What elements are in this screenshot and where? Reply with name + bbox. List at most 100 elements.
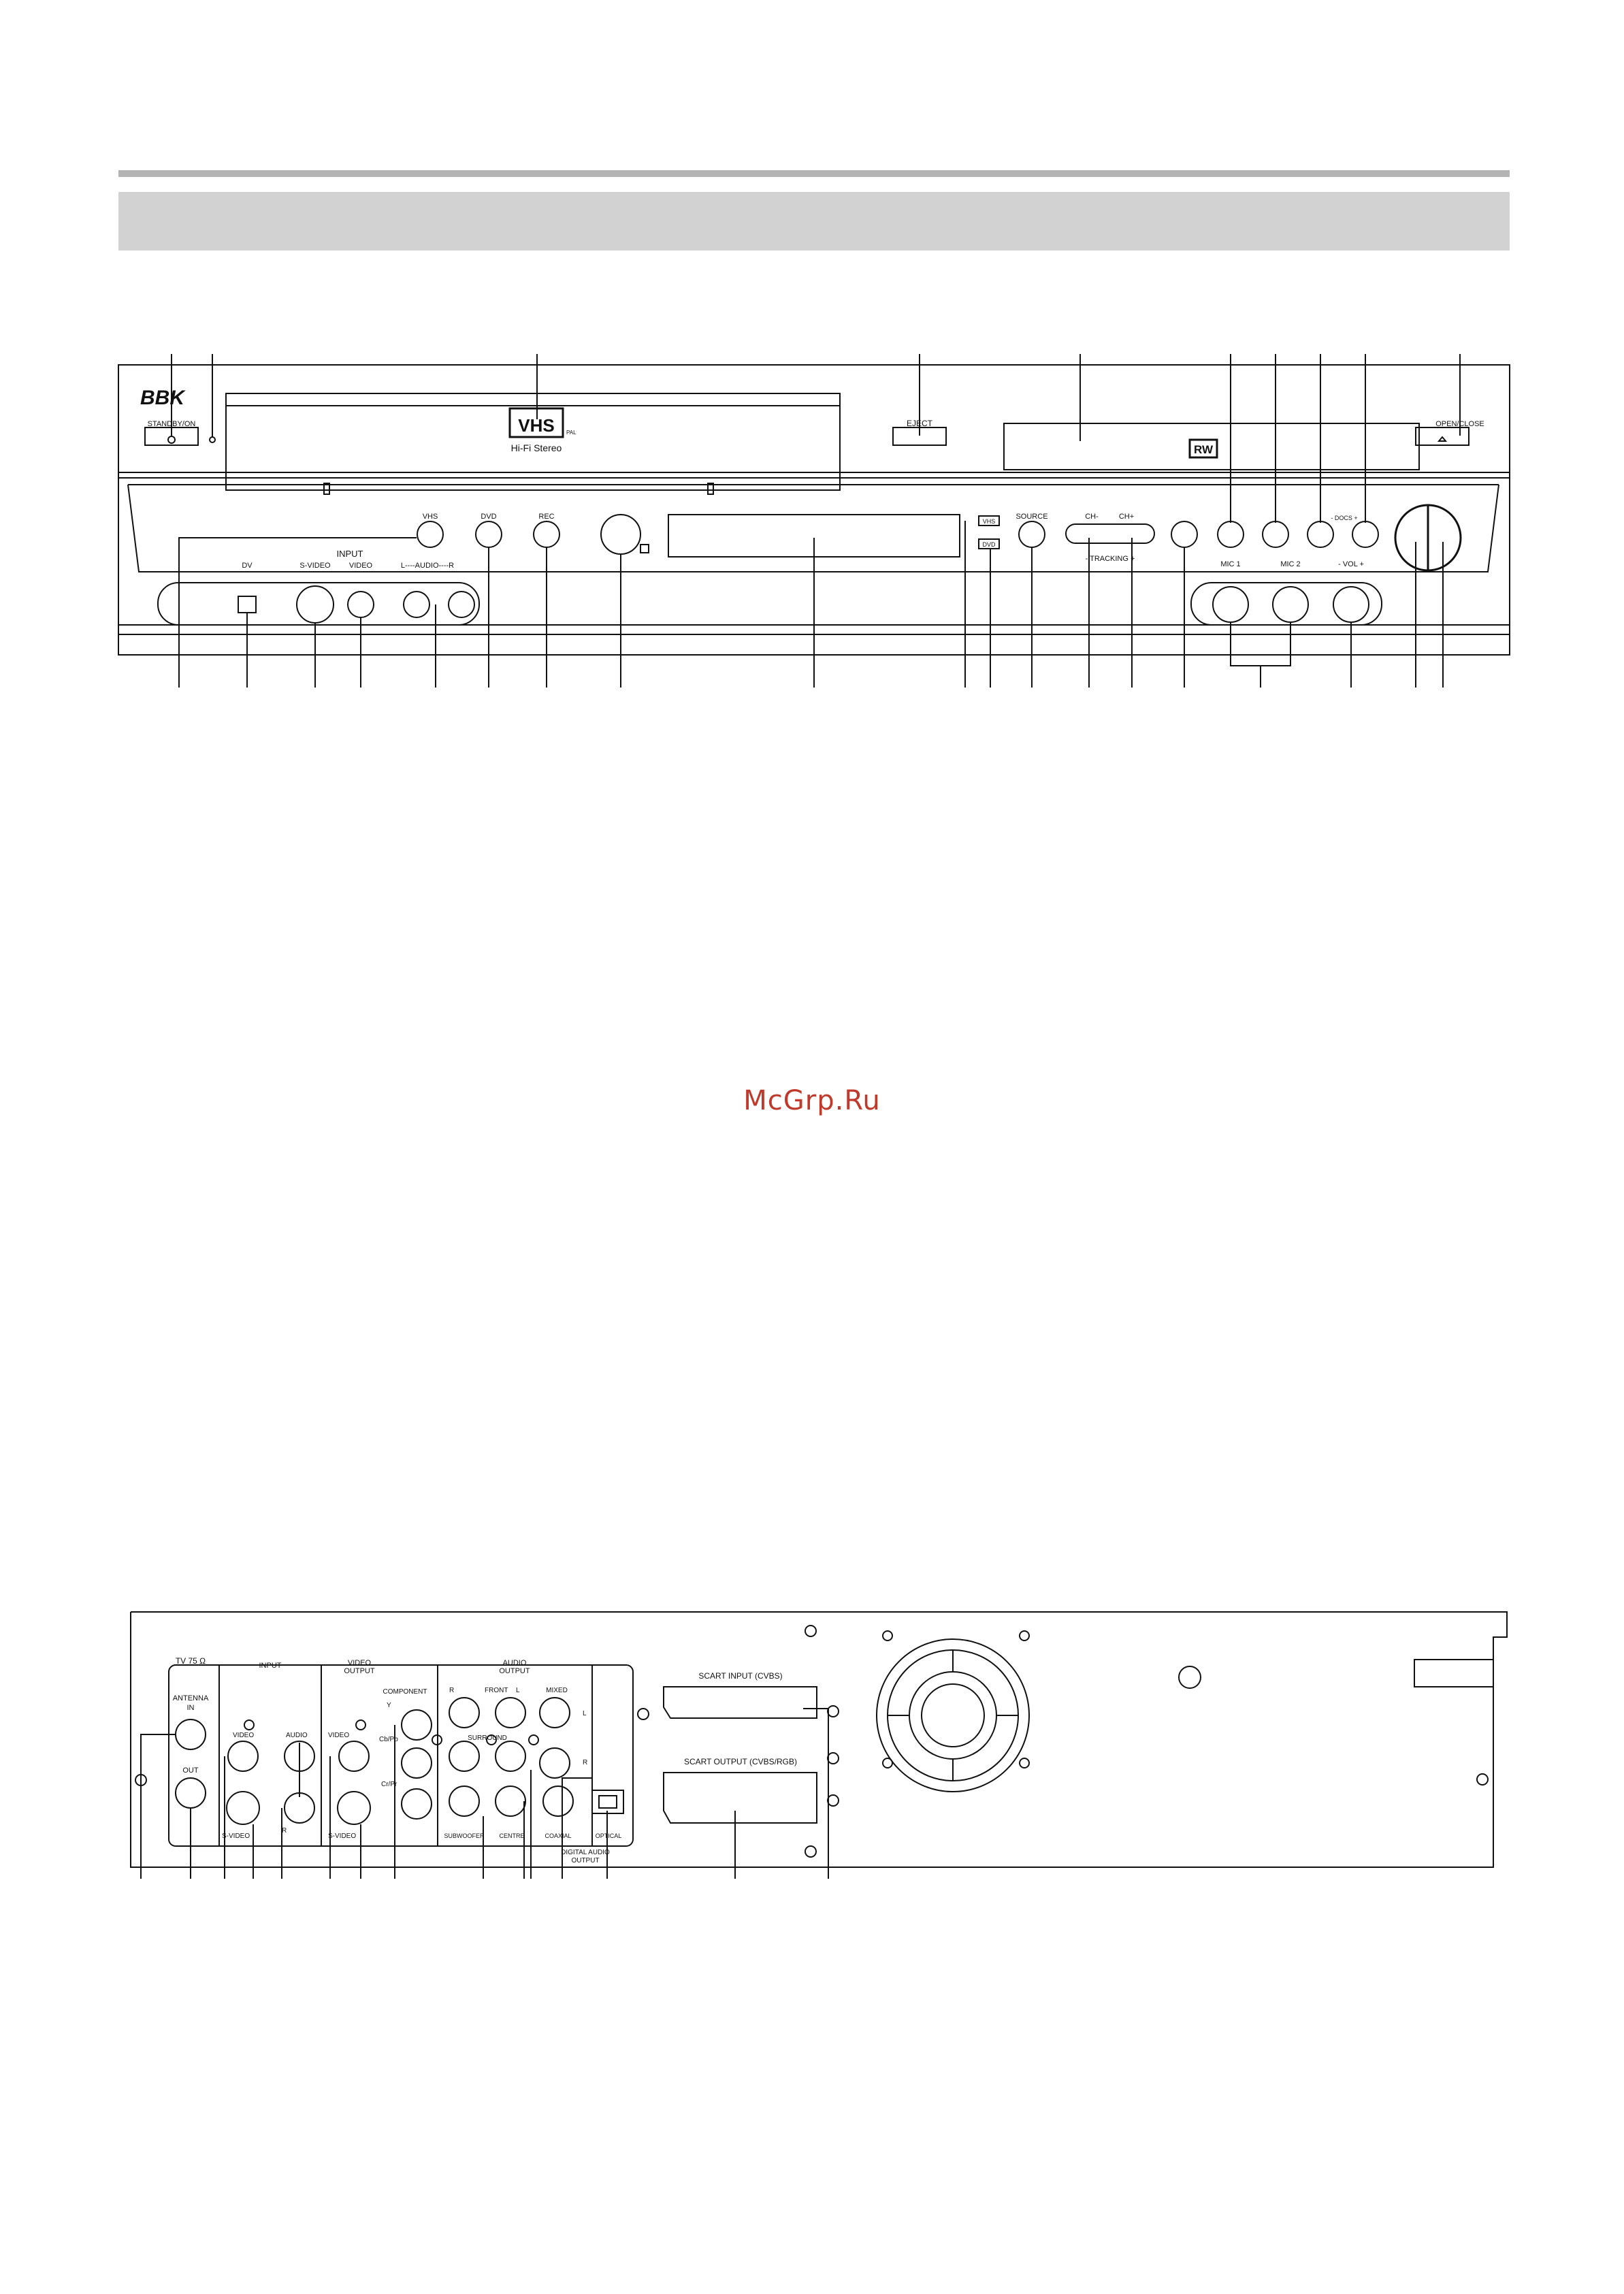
mixed-label: MIXED (546, 1687, 568, 1694)
rw-logo-text: RW (1194, 443, 1214, 456)
standby-label: STANDBY/ON (148, 420, 196, 428)
rec-button-label: REC (538, 513, 554, 521)
source-button[interactable] (1018, 521, 1045, 548)
cr-out-jack[interactable] (401, 1788, 432, 1820)
open-close-label: OPEN/CLOSE (1435, 420, 1484, 428)
vhs-pal-text: PAL (566, 430, 576, 436)
scart-in-label: SCART INPUT (CVBS) (698, 1671, 782, 1681)
rear-r-label: R (282, 1827, 287, 1835)
video-jack[interactable] (347, 591, 374, 618)
mic1-label: MIC 1 (1220, 560, 1240, 568)
brand-logo: BBK (140, 387, 186, 409)
rear-audio-label: AUDIO (286, 1732, 308, 1739)
play-button[interactable] (1171, 521, 1198, 548)
ch-tracking-rocker[interactable] (1065, 523, 1155, 544)
next-button[interactable] (1352, 521, 1379, 548)
surround-label: SURROUND (468, 1734, 507, 1742)
watermark: McGrp.Ru (743, 1085, 881, 1116)
scart-input[interactable] (663, 1686, 817, 1719)
eject-label: EJECT (907, 419, 933, 428)
mic1-jack[interactable] (1212, 586, 1249, 623)
standby-led (167, 436, 176, 444)
mic2-label: MIC 2 (1280, 560, 1300, 568)
rec-button[interactable] (533, 521, 560, 548)
volume-knob[interactable] (1333, 586, 1369, 623)
front-callouts-top (171, 354, 1461, 523)
antenna-out-jack[interactable] (175, 1777, 206, 1809)
vhs-indicator (978, 515, 1000, 526)
fan-grille (876, 1630, 1030, 1792)
dvd-button[interactable] (475, 521, 502, 548)
scart-out-label: SCART OUTPUT (CVBS/RGB) (684, 1757, 797, 1766)
video-output-title: VIDEO (348, 1659, 372, 1667)
antenna-in-jack[interactable] (175, 1719, 206, 1750)
ir-window (640, 544, 649, 553)
mixed-r-label: R (583, 1759, 587, 1766)
rear-svideo2-label: S-VIDEO (328, 1832, 356, 1840)
rear-video-label: VIDEO (233, 1732, 254, 1739)
video-out-jack[interactable] (338, 1741, 370, 1772)
input-audio-r-jack[interactable] (284, 1792, 315, 1824)
ch-minus-label: CH- (1085, 513, 1099, 521)
front-r-jack[interactable] (449, 1697, 480, 1728)
screw (827, 1752, 839, 1764)
rear-connector-frame (168, 1664, 634, 1847)
docs-label: - DOCS + (1331, 515, 1357, 521)
front-r-label: R (449, 1687, 454, 1694)
vhs-button[interactable] (417, 521, 444, 548)
coaxial-jack[interactable] (542, 1786, 574, 1817)
subwoofer-label: SUBWOOFER (444, 1832, 485, 1839)
svideo-out-jack[interactable] (337, 1791, 371, 1825)
digital-audio-label: DIGITAL AUDIO (561, 1849, 610, 1856)
mixed-l-jack[interactable] (539, 1697, 570, 1728)
tracking-label: - TRACKING + (1086, 555, 1135, 563)
rw-logo (1188, 438, 1218, 459)
vol-label: - VOL + (1338, 560, 1364, 568)
dvd-indicator-label: DVD (982, 541, 996, 548)
top-rule (118, 170, 1510, 177)
ch-plus-label: CH+ (1119, 513, 1134, 521)
mixed-l-label: L (583, 1710, 587, 1717)
hifi-stereo-text: Hi-Fi Stereo (511, 442, 562, 453)
input-svideo-jack[interactable] (226, 1791, 260, 1825)
crpr-label: Cr/Pr (381, 1781, 397, 1788)
front-l-label: L (516, 1687, 520, 1694)
audio-output-title2: OUTPUT (499, 1667, 530, 1675)
front-label: FRONT (485, 1687, 508, 1694)
scart-output[interactable] (663, 1772, 817, 1824)
surround-l-jack[interactable] (495, 1741, 526, 1772)
y-out-jack[interactable] (401, 1709, 432, 1741)
optical-jack[interactable] (591, 1790, 624, 1814)
screw (637, 1708, 649, 1720)
dv-label: DV (242, 562, 253, 570)
rear-callouts (140, 1681, 829, 1879)
svideo-label: S-VIDEO (299, 562, 331, 570)
subwoofer-jack[interactable] (449, 1786, 480, 1817)
dv-jack[interactable] (238, 596, 257, 613)
cb-out-jack[interactable] (401, 1747, 432, 1779)
screw (1476, 1773, 1489, 1786)
front-l-jack[interactable] (495, 1697, 526, 1728)
mic2-jack[interactable] (1272, 586, 1309, 623)
input-title: INPUT (337, 549, 363, 559)
open-close-button[interactable] (1415, 427, 1469, 446)
front-panel (118, 354, 1510, 688)
audio-l-jack[interactable] (403, 591, 430, 618)
pause-step-button[interactable] (1217, 521, 1244, 548)
svideo-jack[interactable] (296, 585, 334, 624)
screw (805, 1625, 817, 1637)
vhs-indicator-label: VHS (983, 518, 996, 525)
audio-r-jack[interactable] (448, 591, 475, 618)
mixed-r-jack[interactable] (539, 1747, 570, 1779)
in-label: IN (187, 1704, 195, 1712)
input-video-jack[interactable] (227, 1741, 259, 1772)
stop-button[interactable] (1262, 521, 1289, 548)
out-label: OUT (182, 1766, 199, 1775)
prev-button[interactable] (1307, 521, 1334, 548)
rear-video2-label: VIDEO (328, 1732, 349, 1739)
disc-tray (1003, 423, 1420, 470)
centre-jack[interactable] (495, 1786, 526, 1817)
surround-r-jack[interactable] (449, 1741, 480, 1772)
